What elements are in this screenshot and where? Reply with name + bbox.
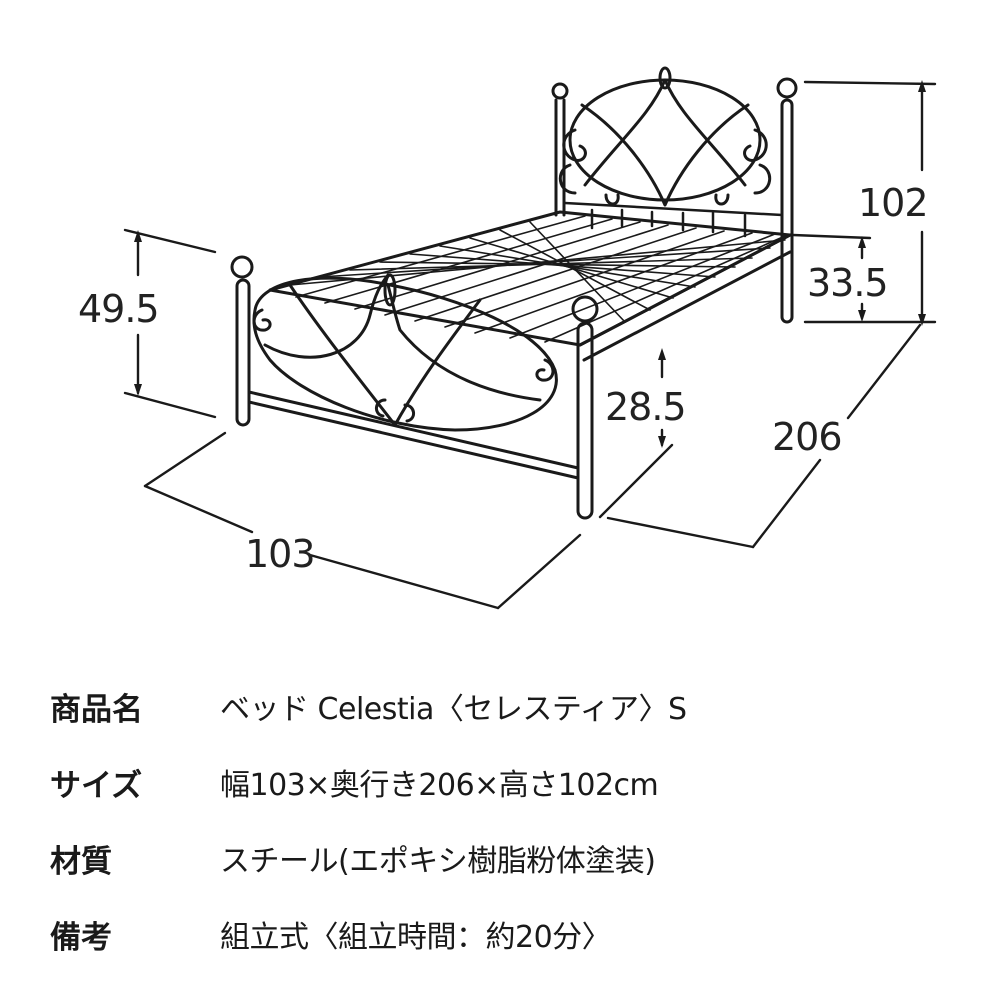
spec-key: 備考 [50,919,112,956]
bed-dimension-diagram: 102 33.5 49.5 28.5 103 206 [78,66,937,610]
dimension-lines [123,80,937,610]
spec-value: 幅103×奥行き206×高さ102cm [220,768,659,803]
dimension-width: 103 [245,532,316,576]
spec-key: サイズ [50,767,143,804]
dimension-arrowheads [134,80,926,448]
headboard-ornament [559,66,771,207]
spec-table: 商品名 ベッド Celestia〈セレスティア〉S サイズ 幅103×奥行き20… [50,668,950,972]
footboard-rail [247,390,580,480]
spec-key: 商品名 [50,691,143,728]
bed-illustration [123,66,937,610]
spec-row-material: 材質 スチール(エポキシ樹脂粉体塗装) [50,820,950,896]
dimension-depth: 206 [772,415,843,459]
spec-value: ベッド Celestia〈セレスティア〉S [220,692,687,727]
dimension-headboard-above-frame: 33.5 [807,261,889,305]
dimension-footboard-height: 49.5 [78,287,160,331]
dimension-frame-height: 28.5 [605,385,687,429]
spec-row-notes: 備考 組立式〈組立時間：約20分〉 [50,896,950,972]
spec-key: 材質 [50,843,112,880]
spec-value: スチール(エポキシ樹脂粉体塗装) [220,844,656,879]
spec-value: 組立式〈組立時間：約20分〉 [220,920,612,955]
dimension-total-height: 102 [858,181,929,225]
spec-row-size: サイズ 幅103×奥行き206×高さ102cm [50,744,950,820]
headboard-rail [563,201,784,238]
headboard-posts [551,77,798,324]
spec-row-product-name: 商品名 ベッド Celestia〈セレスティア〉S [50,668,950,744]
footboard-posts [230,255,599,520]
footboard-ornament [252,273,558,432]
